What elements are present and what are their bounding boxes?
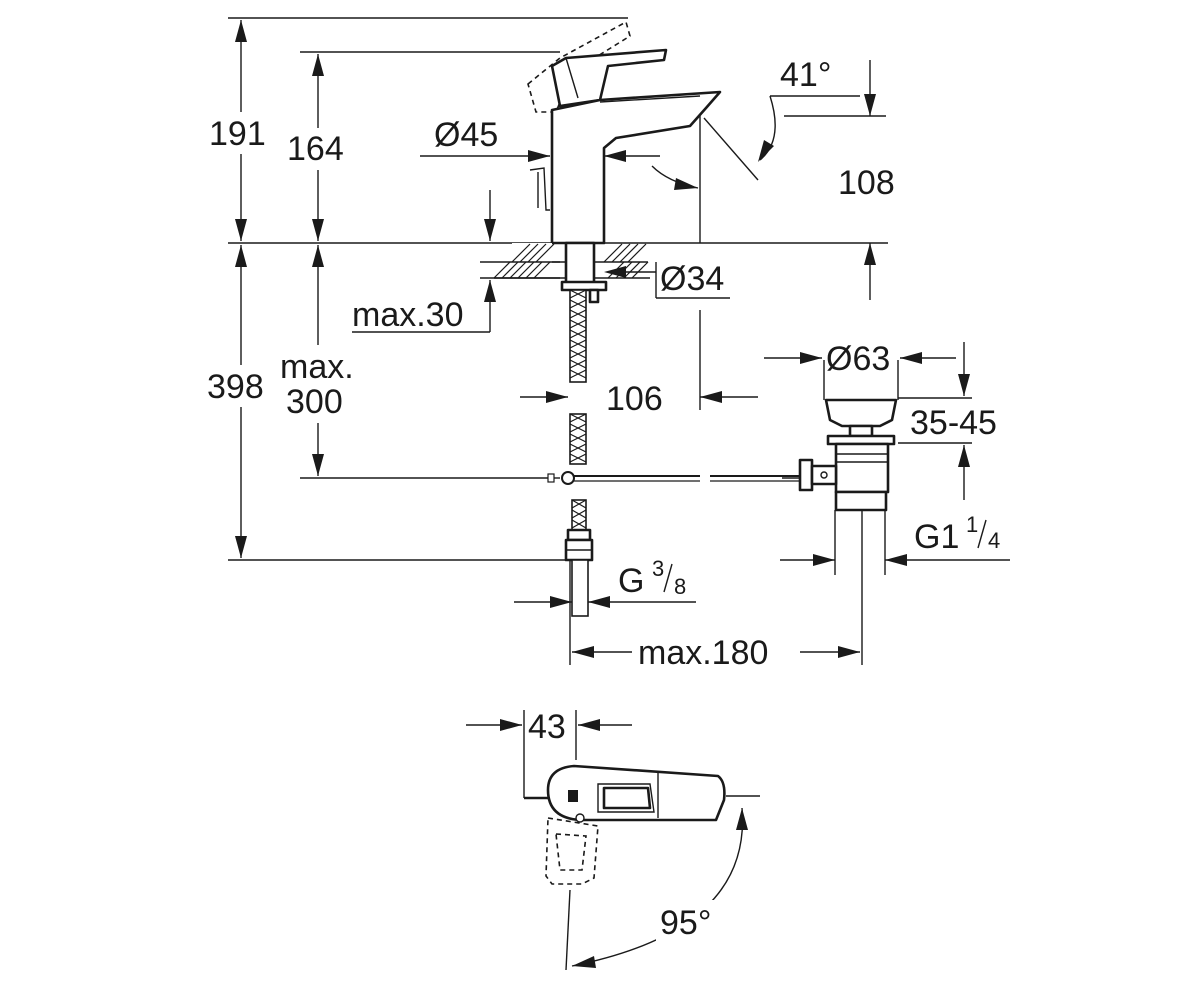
dimension-398: 398 (204, 245, 274, 558)
dimension-dia63: Ø63 (764, 340, 956, 378)
dimension-max30: max.30 (352, 190, 496, 334)
dimension-max300: max. 300 (276, 245, 368, 476)
faucet-side-view (493, 20, 800, 617)
dim-waste-distance: max.180 (638, 634, 768, 672)
extension-lines (228, 17, 972, 665)
dim-rod-label-2: 300 (286, 383, 343, 421)
dim-lever-rotation: 95° (660, 904, 711, 942)
pop-up-waste (782, 398, 898, 512)
dim-waste-diameter: Ø63 (826, 340, 890, 378)
dim-supply-thread-den: 8 (674, 574, 686, 599)
dimension-spout-arc (651, 165, 699, 190)
dimension-164: 164 (284, 54, 354, 241)
dim-supply-thread: G (618, 562, 644, 600)
dimension-dia34: Ø34 (604, 260, 730, 299)
faucet-top-view: 43 95° (466, 708, 760, 971)
dim-max-thickness: max.30 (352, 296, 464, 334)
dim-top-width: 43 (528, 708, 566, 746)
dim-total-height: 191 (209, 115, 266, 153)
dimension-191: 191 (205, 20, 273, 241)
dimension-g1-1-4: G1 1 4 (780, 512, 1010, 566)
dim-under-counter: 398 (207, 368, 264, 406)
dim-hole-diameter: Ø34 (660, 260, 724, 298)
dim-supply-thread-num: 3 (652, 556, 664, 581)
dimension-angle-41: 41° (703, 56, 876, 181)
dim-waste-thread-den: 4 (988, 528, 1000, 553)
dim-rod-label-1: max. (280, 348, 354, 386)
dim-spout-reach: 108 (838, 164, 895, 202)
dim-waste-range: 35-45 (910, 404, 997, 442)
dimension-max180: max.180 (572, 634, 860, 672)
dimension-106: 106 (520, 380, 758, 418)
dim-waste-thread-num: 1 (966, 512, 978, 537)
dimension-35-45: 35-45 (910, 342, 997, 500)
dimension-dia45: Ø45 (420, 116, 660, 162)
dim-base-diameter: Ø45 (434, 116, 498, 154)
supply-hose-middle (569, 413, 587, 465)
dim-rod-offset: 106 (606, 380, 663, 418)
dim-waste-thread: G1 (914, 518, 959, 556)
dimension-108: 108 (838, 164, 895, 300)
dim-spout-height: 164 (287, 130, 344, 168)
dimension-g-3-8: G 3 8 (514, 556, 696, 608)
counter-hatch-left (493, 243, 555, 279)
dim-handle-angle: 41° (780, 56, 831, 94)
supply-hose-upper (569, 289, 587, 383)
supply-hose-lower (564, 499, 594, 617)
